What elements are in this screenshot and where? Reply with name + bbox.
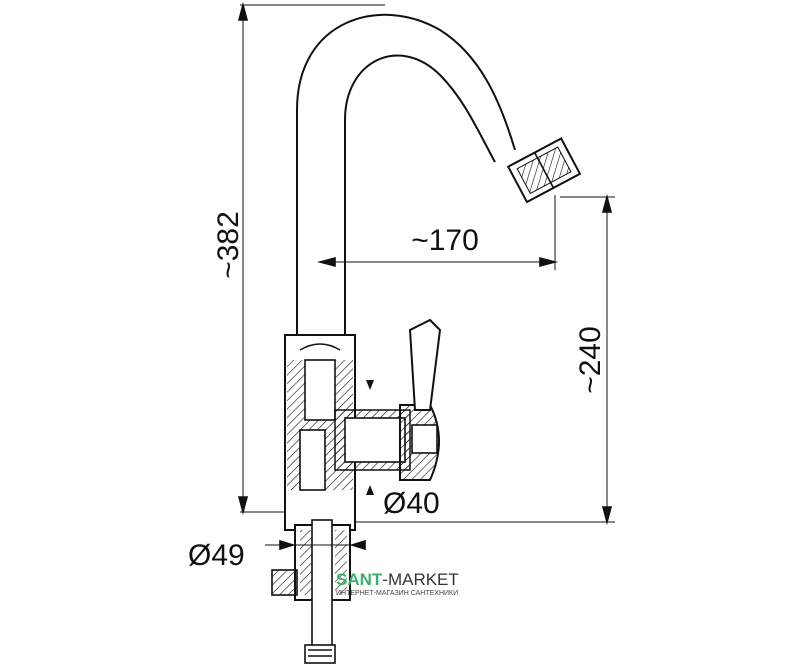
label-spout-height: ~240 [574,326,607,394]
dimension-base-diameter [265,539,366,551]
label-body-diameter: Ø40 [383,487,440,520]
label-height-total: ~382 [212,211,245,279]
label-spout-reach: ~170 [411,224,479,257]
lever-handle [408,318,442,411]
dimension-height-total [237,1,385,516]
watermark-logo: SANT-MARKET ИНТЕРНЕТ-МАГАЗИН САНТЕХНИКИ [336,570,459,597]
label-base-diameter: Ø49 [188,539,245,572]
dimension-spout-height [355,193,615,526]
aerator [506,137,582,204]
spout [296,13,516,345]
faucet-body [284,318,442,531]
dimension-spout-reach [316,195,559,270]
faucet-base [271,519,351,664]
